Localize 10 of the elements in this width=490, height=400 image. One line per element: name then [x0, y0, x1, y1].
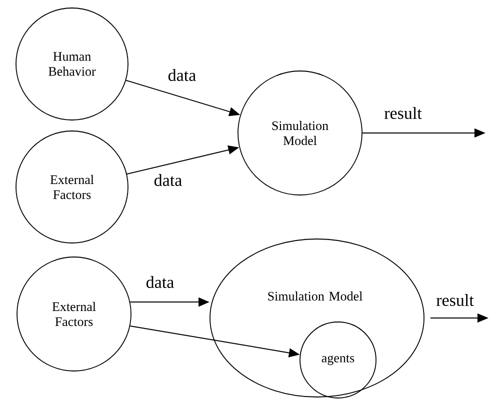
circle-node: External Factors — [16, 256, 132, 372]
edge-label: data — [144, 275, 176, 289]
edge-label: data — [152, 173, 184, 187]
edge-label: data — [166, 68, 198, 82]
circle-node: Simulation Model — [238, 70, 362, 196]
edge-label: result — [383, 106, 423, 120]
circle-node: agents — [300, 322, 376, 398]
edge-label: result — [435, 293, 475, 307]
circle-node: External Factors — [16, 130, 128, 244]
circle-node: Human Behavior — [16, 8, 128, 120]
